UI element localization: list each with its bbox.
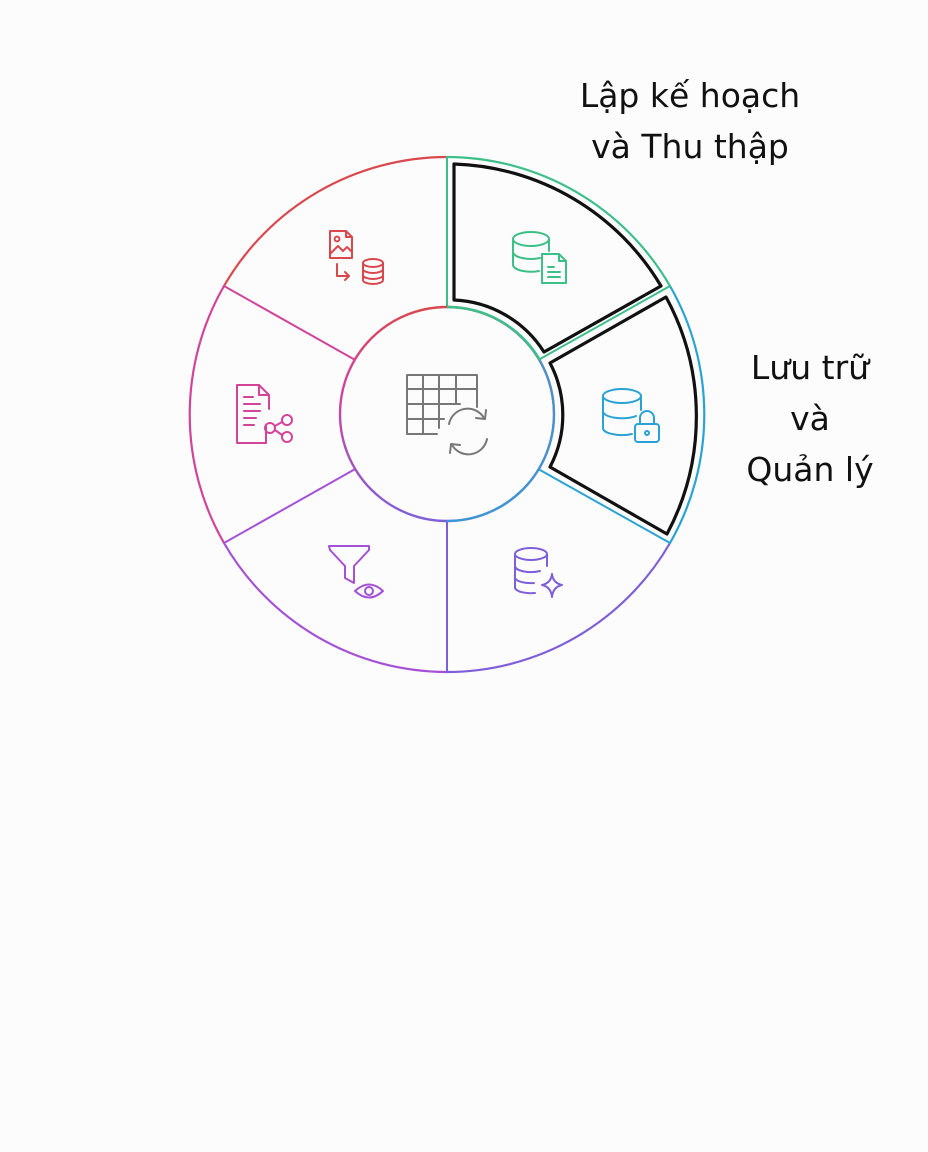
segment-storage-management[interactable] <box>548 295 698 536</box>
spoke-lower-left <box>223 467 358 544</box>
image-to-database-icon <box>329 230 384 285</box>
label-planning-line2: và Thu thập <box>591 127 789 166</box>
spoke-upper-left <box>223 285 358 362</box>
label-storage-line1: Lưu trữ <box>750 348 870 387</box>
spoke-upper-right <box>539 285 671 360</box>
segment-planning-collection-outline <box>445 155 672 288</box>
label-storage-management: Lưu trữ và Quản lý <box>730 342 890 495</box>
database-sparkle-icon <box>513 547 563 598</box>
database-document-icon <box>512 231 567 284</box>
segment-report-share[interactable] <box>188 284 226 545</box>
label-planning-collection: Lập kế hoạch và Thu thập <box>560 70 820 172</box>
segment-data-quality[interactable] <box>445 541 672 674</box>
label-storage-line3: Quản lý <box>746 450 874 489</box>
segment-planning-collection[interactable] <box>452 162 663 354</box>
spoke-lower-right <box>539 469 671 544</box>
center-circle-top-accent <box>446 305 542 361</box>
label-planning-line1: Lập kế hoạch <box>579 76 801 115</box>
filter-eye-icon <box>328 545 384 599</box>
segment-storage-management-outline <box>668 284 706 545</box>
segment-image-to-database[interactable] <box>222 155 449 288</box>
label-storage-line2: và <box>790 399 830 438</box>
segment-filter-review[interactable] <box>222 541 449 674</box>
document-share-icon <box>236 384 293 444</box>
database-lock-icon <box>601 388 660 443</box>
table-refresh-icon <box>406 374 488 456</box>
